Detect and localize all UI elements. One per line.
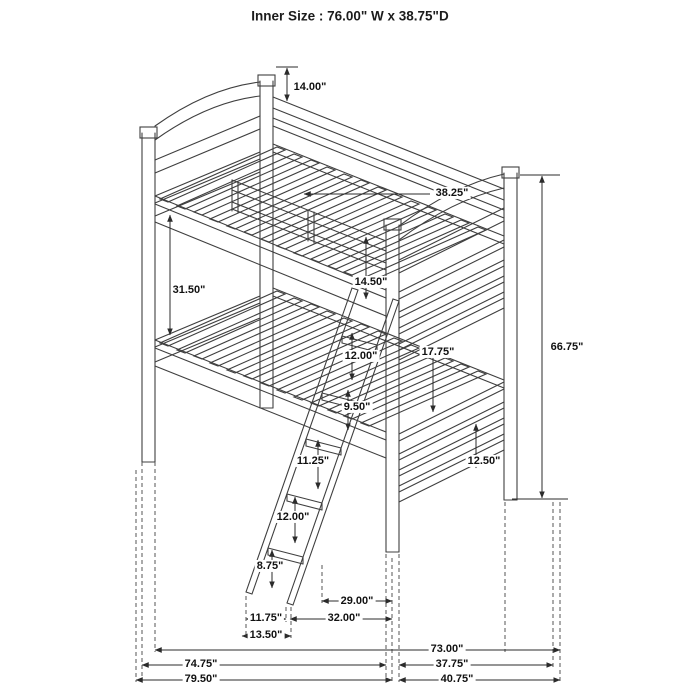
inner-size-title: Inner Size : 76.00" W x 38.75"D: [251, 8, 449, 24]
dim-label-overall-length: 79.50": [182, 672, 220, 686]
dim-label-headboard-top: 14.00": [291, 80, 329, 94]
dim-label-guardrail: 14.50": [352, 275, 390, 289]
dim-label-ladder-offset-top: 29.00": [338, 594, 376, 608]
dim-label-ladder-gap-4: 9.50": [341, 400, 373, 414]
dimension-lines: [135, 66, 568, 683]
dim-label-inner-length: 73.00": [428, 642, 466, 656]
dim-label-ladder-gap-2: 12.00": [274, 510, 312, 524]
dim-label-slat-length: 38.25": [433, 186, 471, 200]
dim-label-ladder-gap-5: 12.00": [342, 349, 380, 363]
footboard-right: [398, 173, 505, 503]
dim-label-ladder-gap-1: 8.75": [254, 559, 286, 573]
dim-label-ladder-offset-base: 32.00": [325, 611, 363, 625]
dim-label-ladder-foot-a: 11.75": [247, 611, 285, 625]
dim-label-ladder-foot-b: 13.50": [247, 628, 285, 642]
dim-label-bunk-clearance: 17.75": [419, 345, 457, 359]
dim-label-length-mid: 74.75": [182, 657, 220, 671]
projection-lines: [135, 462, 561, 682]
dim-label-ladder-gap-3: 11.25": [294, 454, 332, 468]
dim-label-footboard-panel: 12.50": [465, 454, 503, 468]
ladder: [245, 287, 400, 606]
dim-label-left-opening: 31.50": [170, 283, 208, 297]
dim-label-overall-depth: 40.75": [438, 672, 476, 686]
dim-label-depth-mid: 37.75": [433, 657, 471, 671]
dim-label-overall-height: 66.75": [548, 340, 586, 354]
